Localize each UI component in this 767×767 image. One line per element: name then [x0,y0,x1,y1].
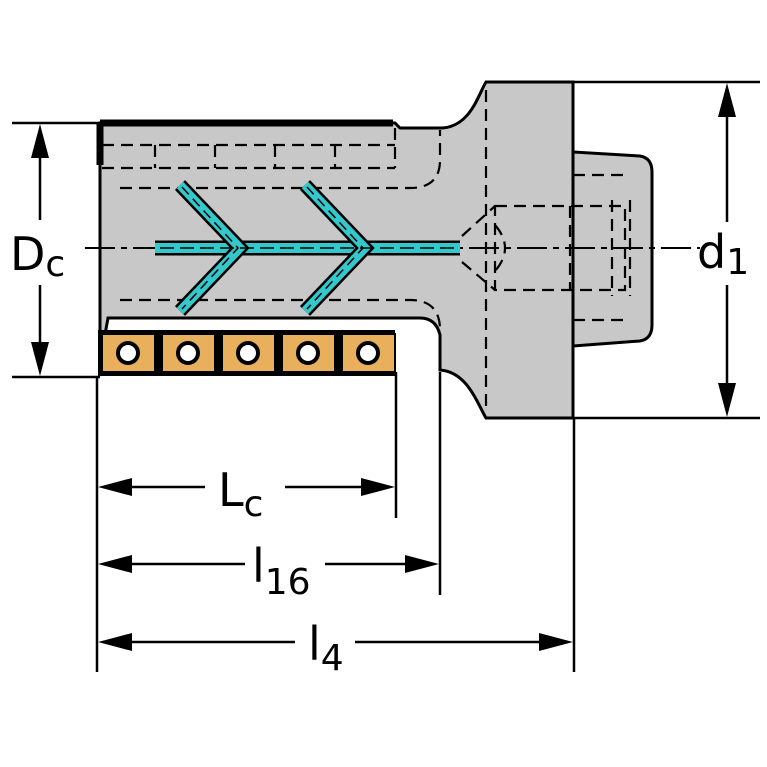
insert [161,333,216,373]
insert [281,333,336,373]
arrowheads [31,83,736,651]
front-top-edge [96,119,393,165]
insert [221,333,276,373]
label-l16: l16 [252,539,311,603]
insert-row [98,330,396,376]
coolant-channels [155,180,460,316]
label-dc: Dc [10,227,65,285]
insert [101,333,156,373]
label-d1: d1 [697,225,749,283]
hidden-lines [102,90,632,410]
dimension-lines [12,80,760,672]
label-l4: l4 [308,617,344,679]
label-lc: Lc [218,463,263,525]
insert [341,333,396,373]
